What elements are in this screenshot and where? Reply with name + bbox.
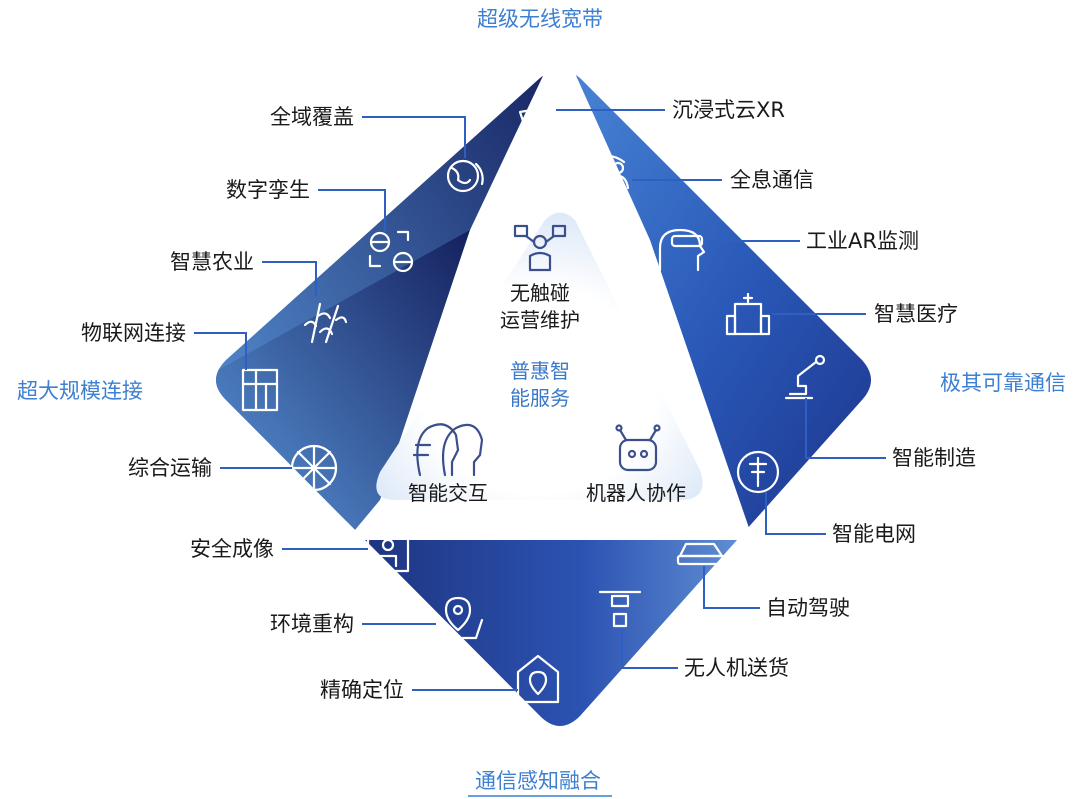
- label-iot: 物联网连接: [81, 321, 186, 345]
- leader-agri: [262, 261, 317, 296]
- center-bottom-left: 智能交互: [408, 481, 488, 505]
- label-transport: 综合运输: [128, 456, 212, 480]
- center-top-line1: 无触碰: [510, 281, 570, 305]
- label-xr: 沉浸式云XR: [672, 98, 785, 122]
- robot-head-icon: [615, 424, 661, 472]
- axis-bottom-label: 通信感知融合: [475, 769, 601, 793]
- map-location-icon: [432, 596, 484, 640]
- label-env: 环境重构: [270, 612, 354, 636]
- leader-driving: [703, 566, 760, 609]
- digital-twin-icon: [368, 230, 414, 273]
- center-title-line1: 普惠智: [510, 359, 570, 383]
- label-grid: 智能电网: [832, 522, 916, 546]
- center-bottom-right: 机器人协作: [586, 481, 686, 505]
- globe-icon: [446, 159, 484, 193]
- label-agri: 智慧农业: [170, 250, 254, 274]
- label-manufacturing: 智能制造: [892, 446, 976, 470]
- band-right: [560, 70, 871, 560]
- leader-twin: [318, 189, 386, 232]
- robot-arm-icon: [784, 354, 826, 400]
- indoor-position-icon: [516, 654, 560, 704]
- human-ai-face-icon: [412, 423, 484, 477]
- transport-wheel-icon: [290, 444, 338, 492]
- diamond-shape: [216, 70, 871, 726]
- iot-network-icon: [241, 368, 279, 412]
- label-twin: 数字孪生: [226, 178, 310, 202]
- power-grid-icon: [736, 450, 780, 494]
- leader-coverage: [362, 116, 466, 158]
- leader-manufacturing: [805, 398, 886, 459]
- label-holo: 全息通信: [730, 168, 814, 192]
- label-ar: 工业AR监测: [806, 229, 919, 253]
- wheat-icon: [303, 302, 348, 344]
- drone-icon: [598, 590, 642, 628]
- leader-drone: [621, 628, 678, 669]
- leader-iot: [194, 332, 247, 370]
- hologram-people-icon: [590, 154, 630, 194]
- label-imaging: 安全成像: [190, 537, 274, 561]
- vr-glasses-icon: [518, 108, 562, 126]
- ar-helmet-icon: [658, 228, 706, 272]
- maintenance-monitor-icon: [513, 224, 567, 272]
- center-title-line2: 能服务: [510, 386, 570, 410]
- axis-right-label: 极其可靠通信: [940, 371, 1066, 395]
- car-icon: [676, 542, 726, 566]
- label-driving: 自动驾驶: [766, 596, 850, 620]
- label-medical: 智慧医疗: [874, 302, 958, 326]
- label-positioning: 精确定位: [320, 678, 404, 702]
- leader-grid: [765, 492, 826, 535]
- band-left-low: [216, 230, 470, 560]
- hospital-icon: [725, 292, 771, 336]
- label-coverage: 全域覆盖: [270, 105, 354, 129]
- axis-top-label: 超级无线宽带: [477, 7, 603, 31]
- center-top-line2: 运营维护: [500, 308, 580, 332]
- band-bottom: [220, 400, 871, 726]
- label-drone: 无人机送货: [684, 656, 789, 680]
- axis-left-label: 超大规模连接: [17, 379, 143, 403]
